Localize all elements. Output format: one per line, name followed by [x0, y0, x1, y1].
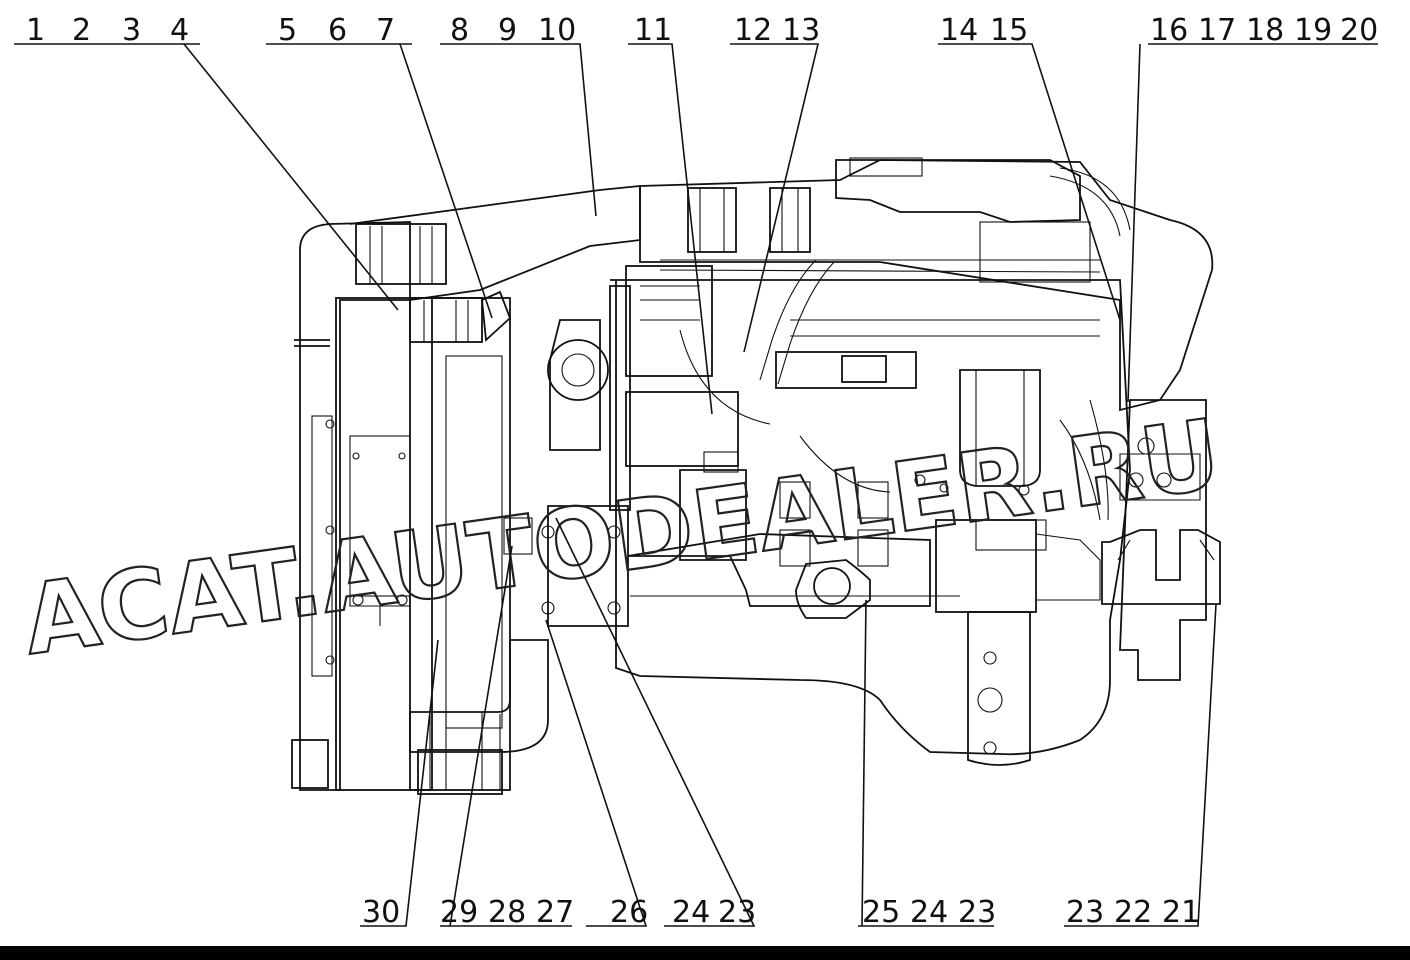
callout-label: 13: [782, 13, 820, 48]
leader-lines-top: [14, 43, 1378, 415]
callout-label: 1: [26, 13, 45, 48]
callout-label: 10: [538, 13, 576, 48]
callout-label: 23: [718, 895, 756, 930]
callout-label: 14: [940, 13, 978, 48]
callout-label: 22: [1114, 895, 1152, 930]
callouts-top: 1 2 3 4 5 6 7 8 9 10 11 12 13 14 15 16 1…: [26, 13, 1378, 48]
watermark-text: ACAT.AUTODEALER.RU: [17, 398, 1227, 677]
callout-label: 24: [672, 895, 710, 930]
callout-label: 12: [734, 13, 772, 48]
callout-label: 24: [910, 895, 948, 930]
callout-label: 23: [1066, 895, 1104, 930]
callout-label: 16: [1150, 13, 1188, 48]
callout-label: 23: [958, 895, 996, 930]
callout-label: 2: [72, 13, 91, 48]
callout-label: 28: [488, 895, 526, 930]
callouts-bottom: 30 29 28 27 26 24 23 25 24 23 23 22 21: [362, 895, 1200, 930]
callout-label: 5: [278, 13, 297, 48]
valve-cover: [639, 157, 1214, 412]
callout-label: 15: [990, 13, 1028, 48]
callout-label: 18: [1246, 13, 1284, 48]
callout-label: 11: [634, 13, 672, 48]
bottom-border: [0, 946, 1410, 960]
callout-label: 6: [328, 13, 347, 48]
callout-label: 7: [376, 13, 395, 48]
callout-label: 9: [498, 13, 517, 48]
callout-label: 21: [1162, 895, 1200, 930]
callout-label: 17: [1198, 13, 1236, 48]
callout-label: 20: [1340, 13, 1378, 48]
callout-label: 8: [450, 13, 469, 48]
callout-label: 3: [122, 13, 141, 48]
watermark: ACAT.AUTODEALER.RU: [16, 397, 1228, 678]
leader-lines-bottom: [360, 517, 1217, 927]
callout-label: 30: [362, 895, 400, 930]
callout-label: 29: [440, 895, 478, 930]
callout-label: 27: [536, 895, 574, 930]
engine-drawing: [291, 157, 1221, 795]
callout-label: 19: [1294, 13, 1332, 48]
callout-label: 25: [862, 895, 900, 930]
engine-block: [503, 265, 1221, 766]
callout-label: 4: [170, 13, 189, 48]
callout-label: 26: [610, 895, 648, 930]
